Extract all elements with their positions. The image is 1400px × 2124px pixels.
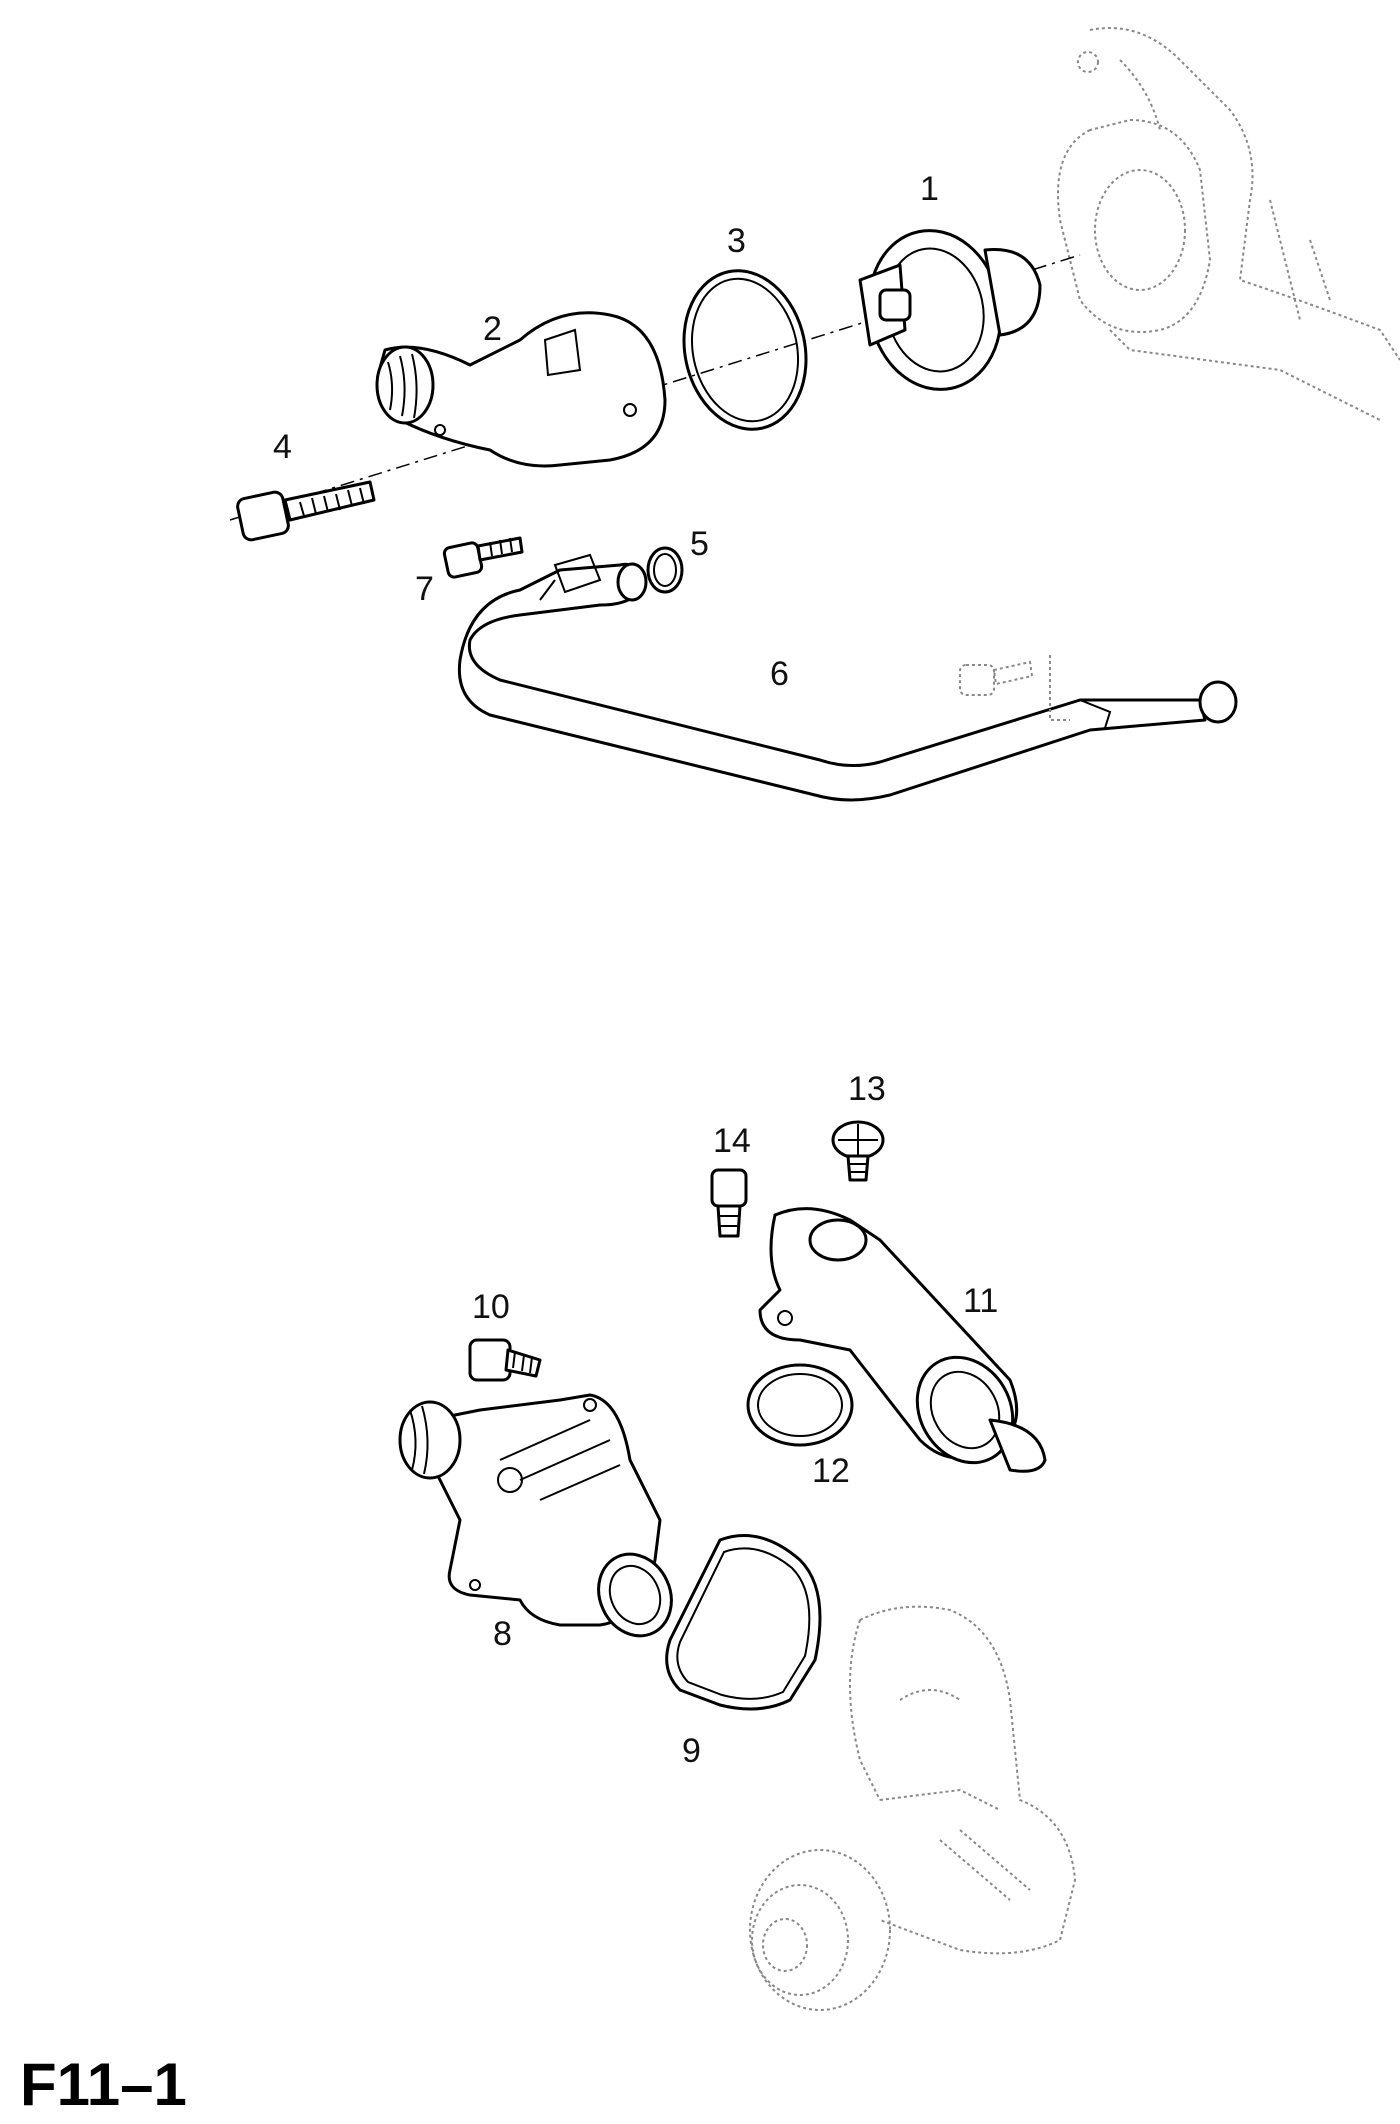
water-outlet-part-11: [758, 1207, 1047, 1473]
thermostat-housing-part-2: [375, 311, 667, 468]
gasket-part-9: [665, 1534, 822, 1711]
callout-14: 14: [713, 1122, 751, 1160]
bolt-part-10: [468, 1338, 542, 1382]
callout-12: 12: [812, 1452, 850, 1490]
callout-2: 2: [483, 310, 502, 348]
coolant-pipe-part-6: [457, 553, 1238, 802]
callout-1: 1: [920, 170, 939, 208]
figure-label: F11–1: [20, 2051, 187, 2118]
gasket-part-12: [746, 1363, 854, 1447]
bleed-screw-part-14: [710, 1168, 748, 1238]
callout-3: 3: [727, 222, 746, 260]
callout-6: 6: [770, 655, 789, 693]
ghost-bolt: [959, 655, 1070, 721]
callout-9: 9: [682, 1732, 701, 1770]
callout-4: 4: [273, 428, 292, 466]
callout-11: 11: [963, 1282, 998, 1320]
bolt-part-7: [442, 536, 524, 579]
callout-13: 13: [848, 1070, 886, 1108]
o-ring-part-3: [682, 269, 808, 431]
thermostat-housing-part-8: [398, 1393, 673, 1638]
water-pump-outline: [749, 1605, 1077, 2011]
screw-plug-part-13: [831, 1120, 885, 1182]
callout-7: 7: [415, 570, 434, 608]
callout-5: 5: [690, 525, 709, 563]
callout-10: 10: [472, 1288, 510, 1326]
bolt-part-4: [236, 480, 376, 542]
o-ring-part-5: [646, 546, 684, 594]
engine-block-outline: [1057, 27, 1400, 421]
thermostat-part-1: [858, 229, 1042, 391]
callout-8: 8: [493, 1615, 512, 1653]
